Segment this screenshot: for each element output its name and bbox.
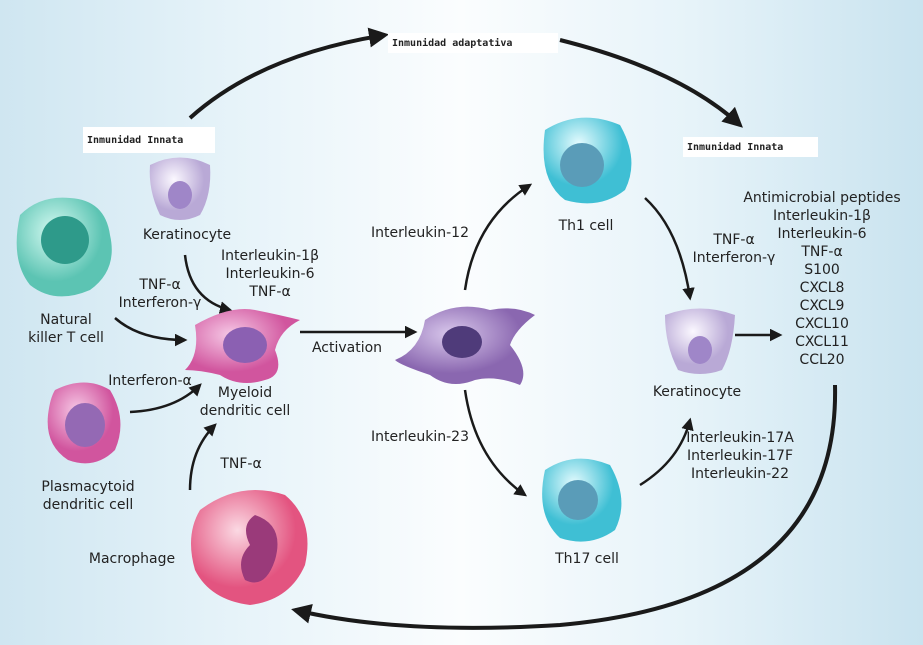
arrow-to-th1 bbox=[463, 183, 533, 291]
signal-line: Interleukin-6 bbox=[225, 266, 315, 282]
label-line: Natural bbox=[40, 312, 92, 328]
label-th1-cell: Th1 cell bbox=[558, 218, 614, 234]
arrow-pdc-to-dc bbox=[129, 383, 202, 414]
myeloid-dc-graphic bbox=[185, 309, 300, 384]
nk-t-cell-graphic bbox=[16, 197, 112, 297]
signal-macrophage-to-dc: TNF-α bbox=[220, 456, 262, 472]
signal-activation: Activation bbox=[311, 340, 383, 356]
arrow-innate-to-adaptive bbox=[188, 27, 389, 120]
label-macrophage: Macrophage bbox=[88, 551, 176, 567]
arrow-adaptive-to-innate bbox=[559, 38, 743, 128]
header-adaptive-immunity: Inmunidad adaptativa bbox=[388, 33, 558, 53]
arrow-to-th17 bbox=[463, 389, 528, 497]
header-innate-immunity-right: Inmunidad Innata bbox=[683, 137, 818, 157]
activated-dc-graphic bbox=[395, 306, 535, 385]
label-nk-t-cell: Natural killer T cell bbox=[28, 311, 104, 347]
label-line: Myeloid bbox=[217, 385, 273, 401]
arrow-nk-to-dc bbox=[114, 317, 188, 347]
th17-cell-graphic bbox=[542, 458, 622, 542]
product-item: CXCL9 bbox=[799, 298, 845, 314]
macrophage-graphic bbox=[191, 490, 308, 605]
arrow-th1-to-keratinocyte bbox=[644, 197, 695, 301]
signal-line: TNF-α bbox=[249, 284, 291, 300]
label-keratinocyte-right: Keratinocyte bbox=[652, 384, 742, 400]
signal-line: Interferon-γ bbox=[118, 295, 202, 311]
label-th17-cell: Th17 cell bbox=[555, 551, 619, 567]
arrow-macrophage-to-dc bbox=[188, 423, 217, 491]
keratinocyte-top-graphic bbox=[149, 157, 211, 220]
label-line: Plasmacytoid bbox=[41, 479, 135, 495]
signal-il23: Interleukin-23 bbox=[371, 429, 469, 445]
signal-line: Interleukin-17F bbox=[686, 448, 794, 464]
keratinocyte-right-graphic bbox=[665, 308, 735, 374]
signal-line: TNF-α bbox=[713, 232, 755, 248]
product-item: TNF-α bbox=[801, 244, 843, 260]
keratinocyte-products-list: Antimicrobial peptides Interleukin-1β In… bbox=[743, 189, 900, 369]
arrow-feedback-loop bbox=[291, 384, 838, 630]
product-item: CXCL10 bbox=[795, 316, 849, 332]
product-item: Interleukin-6 bbox=[777, 226, 867, 242]
signal-th17-to-keratinocyte: Interleukin-17A Interleukin-17F Interleuki… bbox=[686, 429, 794, 483]
label-line: dendritic cell bbox=[199, 403, 291, 419]
arrow-keratinocyte-to-dc bbox=[183, 254, 233, 314]
signal-il12: Interleukin-12 bbox=[371, 225, 469, 241]
product-item: Antimicrobial peptides bbox=[743, 190, 901, 206]
label-plasmacytoid-dc: Plasmacytoid dendritic cell bbox=[41, 478, 134, 514]
signal-line: Interleukin-17A bbox=[686, 430, 794, 446]
product-item: CXCL8 bbox=[799, 280, 845, 296]
signal-line: Interleukin-1β bbox=[221, 248, 319, 264]
plasmacytoid-dc-graphic bbox=[47, 382, 121, 464]
label-myeloid-dc: Myeloid dendritic cell bbox=[200, 384, 291, 420]
th1-cell-graphic bbox=[543, 117, 632, 204]
signal-plasmacytoid-to-dc: Interferon-α bbox=[108, 373, 192, 389]
signal-line: Interleukin-22 bbox=[691, 466, 789, 482]
label-keratinocyte-top: Keratinocyte bbox=[142, 227, 232, 243]
label-line: killer T cell bbox=[28, 330, 104, 346]
header-innate-immunity-left: Inmunidad Innata bbox=[83, 127, 215, 153]
product-item: Interleukin-1β bbox=[772, 208, 871, 224]
product-item: CXCL11 bbox=[795, 334, 849, 350]
product-item: CCL20 bbox=[799, 352, 845, 368]
label-line: dendritic cell bbox=[42, 497, 134, 513]
signal-line: TNF-α bbox=[139, 277, 181, 293]
signal-line: Interferon-γ bbox=[692, 250, 776, 266]
arrow-th17-to-keratinocyte bbox=[639, 417, 694, 487]
product-item: S100 bbox=[804, 262, 840, 278]
